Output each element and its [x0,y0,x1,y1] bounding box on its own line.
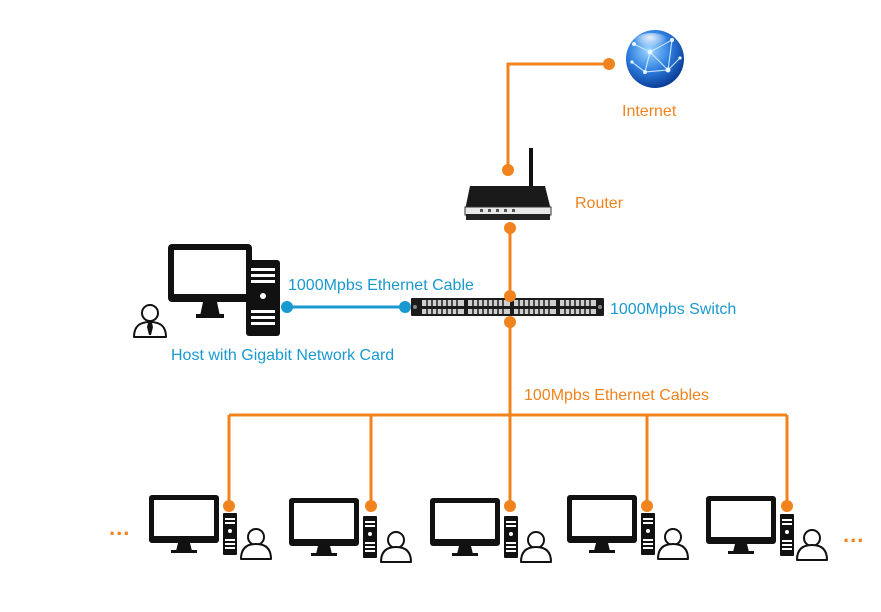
client-computer-4 [567,495,689,560]
network-switch-icon [411,298,604,316]
ellipsis-left: ... [109,515,130,540]
host-computer [133,244,280,338]
desktop-computer-icon [168,244,280,336]
desktop-computer-icon [289,498,377,558]
user-icon [796,529,828,561]
client-computer-2 [289,498,412,563]
user-icon [520,531,552,563]
client-cables [223,316,793,512]
client-computer-3 [430,498,552,563]
internet-label: Internet [622,103,677,120]
wan-cable [502,58,615,176]
switch-label: 1000Mpbs Switch [610,301,736,318]
client-computer-1 [149,495,272,560]
user-icon [380,531,412,563]
client-cables-label: 100Mpbs Ethernet Cables [524,387,709,404]
desktop-computer-icon [706,496,794,556]
user-icon [240,528,272,560]
host-gigabit-cable [281,301,411,313]
host-label: Host with Gigabit Network Card [171,347,394,364]
host-cable-label: 1000Mpbs Ethernet Cable [288,277,474,294]
ellipsis-right: ... [843,522,864,547]
user-icon [133,304,167,338]
router-label: Router [575,195,624,212]
user-icon [657,528,689,560]
client-computer-5 [706,496,828,561]
router-switch-cable [504,222,516,296]
router-icon [464,148,552,220]
globe-icon [626,30,684,88]
switch-uplink-port [504,290,516,302]
